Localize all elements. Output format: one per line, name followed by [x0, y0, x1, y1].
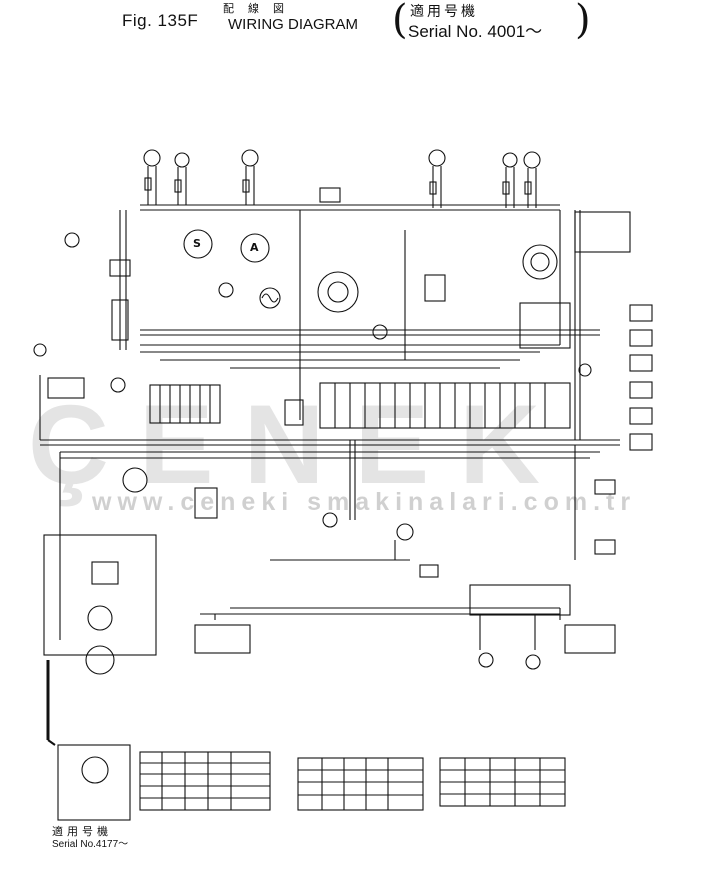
- inset-serial-japanese: 適用号機: [52, 825, 112, 838]
- watermark-url: www.ceneki smakinalari.com.tr: [92, 488, 637, 516]
- inset-serial-number: Serial No.4177～: [52, 839, 129, 850]
- left-inset: [43, 534, 157, 821]
- lamp-top-left-1: [143, 149, 161, 167]
- title-japanese: 配線図: [223, 2, 298, 15]
- gauge-s-label: S: [193, 237, 201, 250]
- title-english: WIRING DIAGRAM: [228, 16, 358, 33]
- lamp-top-right-2: [502, 152, 518, 168]
- connector-blocks: [47, 211, 653, 654]
- gauge-a-label: A: [250, 241, 259, 254]
- lamp-top-mid: [241, 149, 259, 167]
- paren-open: (: [392, 0, 408, 43]
- gauge-s-circle: [183, 229, 213, 259]
- paren-close: ): [575, 0, 591, 43]
- serial-japanese: 適用号機: [410, 4, 478, 20]
- figure-label: Fig. 135F: [122, 11, 199, 30]
- gauge-a-circle: [240, 233, 270, 263]
- lamp-top-right-1: [428, 149, 446, 167]
- serial-range: Serial No. 4001～: [408, 22, 543, 41]
- switch-tables: [139, 751, 566, 811]
- lamp-top-left-2: [174, 152, 190, 168]
- main-bus-lines: [39, 210, 620, 650]
- top-lamp-row: [140, 149, 560, 211]
- gauges: [33, 229, 592, 784]
- lamp-top-right-3: [523, 151, 541, 169]
